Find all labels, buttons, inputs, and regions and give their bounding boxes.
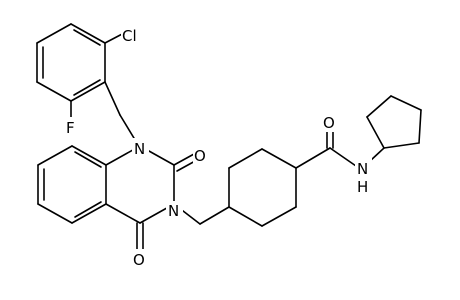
benzo-ring xyxy=(37,145,107,224)
nitrogen-n1-atom: N xyxy=(134,140,145,158)
fluorine-atom: F xyxy=(66,119,75,137)
nitrogen-n3-atom: N xyxy=(168,202,179,220)
nitrogen-amide-atom: N xyxy=(357,160,368,178)
cyclopentane-ring xyxy=(366,95,422,149)
oxygen-c2-atom: O xyxy=(194,147,206,165)
pyrimidinedione-ring xyxy=(105,145,198,250)
benzyl-ch2-bond xyxy=(104,81,121,116)
oxygen-amide-atom: O xyxy=(323,114,335,132)
hydrogen-amide-atom: H xyxy=(357,178,368,196)
chlorofluorophenyl-ring xyxy=(36,23,106,102)
ch2-cyclohexyl-bond xyxy=(199,206,230,225)
chlorine-atom: Cl xyxy=(122,27,137,45)
oxygen-c4-atom: O xyxy=(133,251,145,269)
cyclohexane-ring xyxy=(228,148,297,227)
